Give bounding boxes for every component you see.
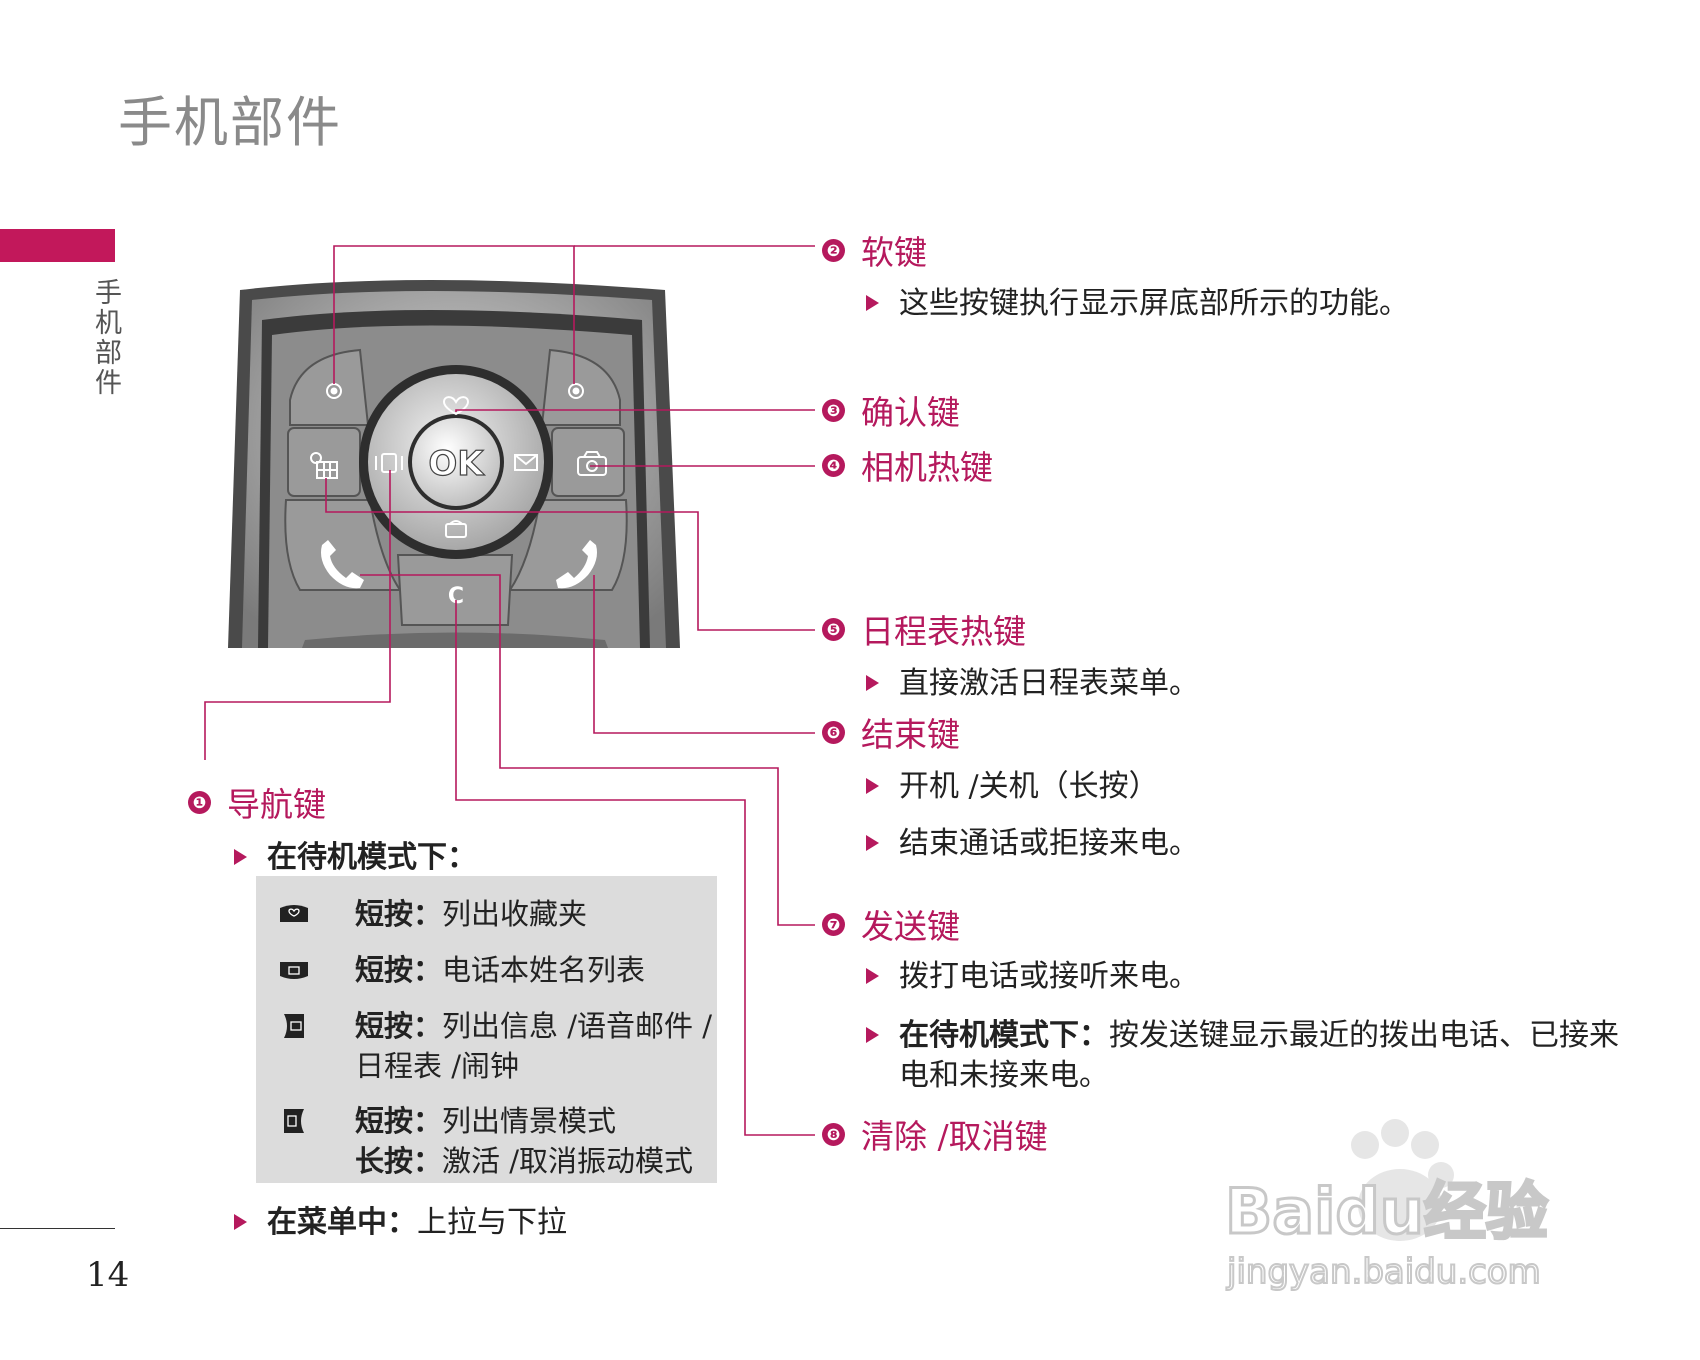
footer-rule xyxy=(0,1228,115,1229)
ok-key-label: OK xyxy=(428,444,485,484)
callout-label: 清除 /取消键 xyxy=(861,1117,1048,1156)
bullet-triangle-icon xyxy=(866,1027,879,1043)
callout-number: ❷ xyxy=(822,238,845,262)
phone-book-icon xyxy=(445,520,467,538)
callout-label: 软键 xyxy=(861,233,927,272)
row-press-type-long: 长按： xyxy=(355,1144,443,1178)
calendar-description: 直接激活日程表菜单。 xyxy=(866,664,1199,704)
left-key-icon xyxy=(284,1109,304,1133)
send-description-standby: 在待机模式下：按发送键显示最近的拨出电话、已接来电和未接来电。 xyxy=(866,1016,1619,1096)
callout-number: ❻ xyxy=(822,720,845,744)
callout-soft-key: ❷ 软键 xyxy=(822,226,927,274)
bullet-triangle-icon xyxy=(866,968,879,984)
callout-calendar-key: ❺ 日程表热键 xyxy=(822,605,1026,653)
callout-number: ❽ xyxy=(822,1122,845,1146)
row-press-type: 短按： xyxy=(355,897,443,931)
callout-camera-key: ❹ 相机热键 xyxy=(822,441,993,489)
callout-number: ❺ xyxy=(822,617,845,641)
callout-label: 日程表热键 xyxy=(861,612,1026,651)
bullet-triangle-icon xyxy=(866,295,879,311)
nav-key-table: 短按：列出收藏夹 短按：电话本姓名列表 短按：列出信息 /语音邮件 / 日程表 … xyxy=(256,876,717,1183)
bullet-triangle-icon xyxy=(234,849,247,865)
callout-ok-key: ❸ 确认键 xyxy=(822,386,960,434)
send-description-call: 拨打电话或接听来电。 xyxy=(866,957,1199,997)
callout-nav-key: ❶ 导航键 xyxy=(188,778,326,826)
callout-label: 相机热键 xyxy=(861,448,993,487)
callout-clear-key: ❽ 清除 /取消键 xyxy=(822,1110,1048,1158)
calendar-clock-icon xyxy=(310,452,338,479)
callout-label: 发送键 xyxy=(861,907,960,946)
end-power-icon xyxy=(556,540,597,589)
row-press-type: 短按： xyxy=(355,1104,443,1138)
row-press-type: 短按： xyxy=(355,953,443,987)
nav-menu-label: 在菜单中：上拉与下拉 xyxy=(234,1203,567,1243)
down-key-icon xyxy=(280,962,308,979)
baidu-paw-logo: Baidu经验 jingyan.baidu.com xyxy=(1224,1119,1549,1293)
heart-icon xyxy=(442,396,470,416)
bullet-triangle-icon xyxy=(234,1214,247,1230)
row-press-type: 短按： xyxy=(355,1009,443,1043)
leader-lines xyxy=(204,245,815,1136)
row-text: 列出信息 /语音邮件 / 日程表 /闹钟 xyxy=(355,1009,712,1083)
row-text: 列出情景模式 xyxy=(442,1104,617,1138)
callout-label: 确认键 xyxy=(861,393,960,432)
callout-send-key: ❼ 发送键 xyxy=(822,900,960,948)
row-text: 电话本姓名列表 xyxy=(442,953,646,987)
page-number: 14 xyxy=(86,1255,130,1295)
callout-end-key: ❻ 结束键 xyxy=(822,708,960,756)
section-tab-marker xyxy=(0,229,115,262)
softkey-dot-right-icon xyxy=(568,383,584,399)
nav-standby-label: 在待机模式下： xyxy=(234,838,477,878)
watermark-url: jingyan.baidu.com xyxy=(1226,1252,1541,1292)
bullet-triangle-icon xyxy=(866,675,879,691)
clear-key-label: C xyxy=(448,584,464,609)
bullet-triangle-icon xyxy=(866,778,879,794)
callout-label: 导航键 xyxy=(227,785,326,824)
baidu-watermark: Baidu经验 jingyan.baidu.com xyxy=(1215,1115,1635,1319)
vibrate-profile-icon xyxy=(375,453,403,473)
page-title: 手机部件 xyxy=(118,91,342,154)
send-handset-icon xyxy=(321,540,364,589)
end-description-power: 开机 /关机（长按） xyxy=(866,767,1159,807)
callout-number: ❶ xyxy=(188,790,211,814)
envelope-icon xyxy=(514,454,538,471)
bullet-triangle-icon xyxy=(866,835,879,851)
right-key-icon xyxy=(284,1014,304,1038)
row-text-long: 激活 /取消振动模式 xyxy=(442,1144,694,1178)
callout-number: ❼ xyxy=(822,912,845,936)
softkey-description: 这些按键执行显示屏底部所示的功能。 xyxy=(866,284,1409,324)
callout-number: ❸ xyxy=(822,398,845,422)
row-text: 列出收藏夹 xyxy=(442,897,588,931)
watermark-brand: Baidu经验 xyxy=(1225,1175,1548,1248)
callout-label: 结束键 xyxy=(861,715,960,754)
up-key-icon xyxy=(280,905,308,922)
callout-number: ❹ xyxy=(822,453,845,477)
side-tab-label: 手机部件 xyxy=(90,278,121,398)
end-description-reject: 结束通话或拒接来电。 xyxy=(866,824,1199,864)
